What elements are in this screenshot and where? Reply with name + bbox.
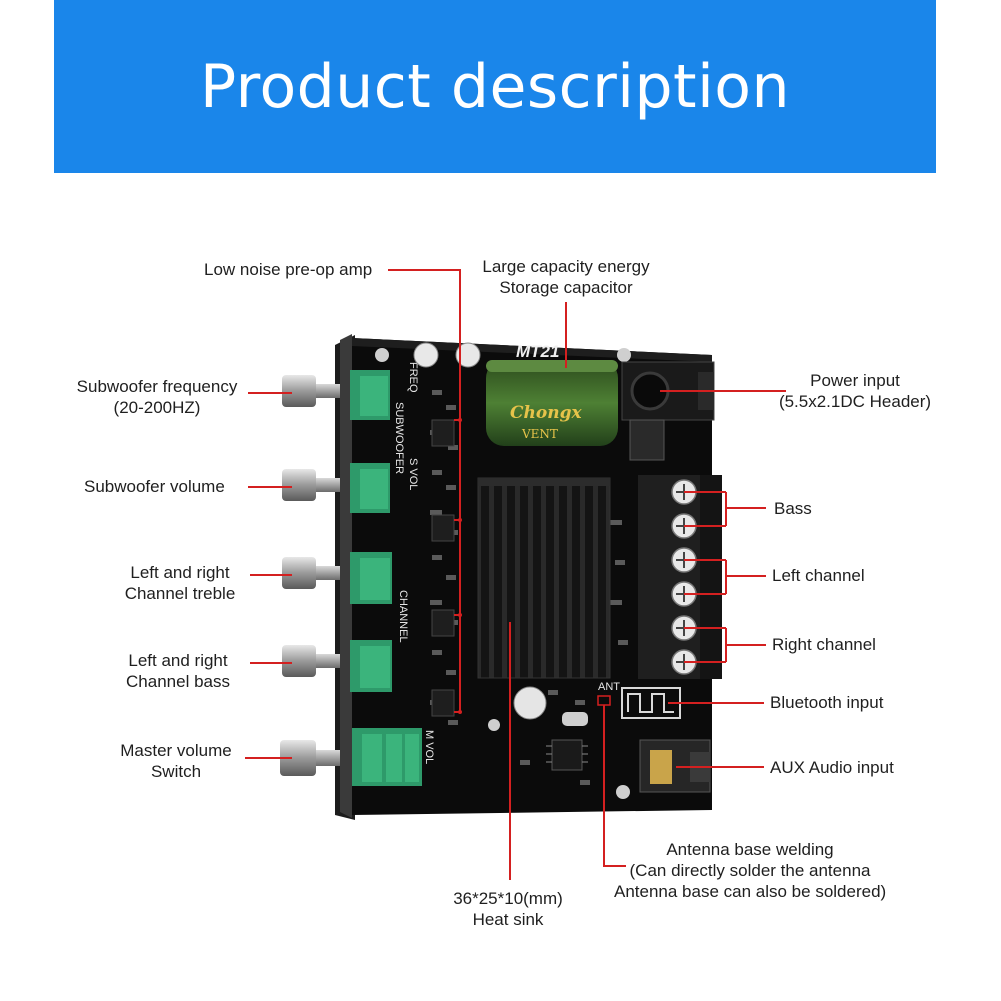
- small-capacitors: [413, 342, 481, 368]
- header-banner: Product description: [54, 0, 936, 173]
- label-heat-sink: 36*25*10(mm) Heat sink: [436, 888, 580, 930]
- knob-master-volume: [280, 740, 340, 776]
- label-right-channel: Right channel: [772, 635, 876, 654]
- heat-sink: [477, 477, 611, 679]
- label-storage-capacitor-line1: Large capacity energy: [482, 257, 650, 276]
- capacitor-vent: VENT: [521, 427, 558, 441]
- label-bass-output: Bass: [774, 499, 812, 518]
- pot-subwoofer-frequency: [350, 370, 390, 420]
- ant-label: ANT: [598, 681, 620, 693]
- knob-subwoofer-volume: [282, 469, 340, 501]
- label-subwoofer-frequency-line2: (20-200HZ): [113, 398, 201, 417]
- label-channel-treble-line1: Left and right: [130, 563, 230, 582]
- capacitor-brand: Chongx: [510, 403, 582, 423]
- pot-subwoofer-volume: [350, 463, 390, 513]
- label-master-volume-line1: Master volume: [120, 741, 232, 760]
- label-master-volume-line2: Switch: [150, 762, 202, 781]
- label-master-volume: Master volume Switch: [110, 740, 242, 782]
- storage-capacitor: Chongx VENT: [486, 360, 618, 446]
- knob-treble: [282, 557, 340, 589]
- leader-dots: [458, 418, 462, 714]
- label-channel-bass-line2: Channel bass: [126, 672, 230, 691]
- pot-bass: [350, 640, 392, 692]
- silk-freq: FREQ: [407, 362, 419, 393]
- knob-subwoofer-frequency: [282, 375, 340, 407]
- label-heat-sink-line1: 36*25*10(mm): [453, 889, 563, 908]
- silk-subwoofer: SUBWOOFER: [393, 402, 405, 474]
- label-bluetooth-input: Bluetooth input: [770, 693, 884, 712]
- page-title: Product description: [200, 51, 790, 122]
- label-subwoofer-volume: Subwoofer volume: [84, 477, 225, 496]
- aux-jack: [639, 739, 711, 793]
- bt-capacitor: [513, 686, 547, 720]
- label-channel-treble-line2: Channel treble: [124, 584, 236, 603]
- label-left-channel: Left channel: [772, 566, 865, 585]
- label-storage-capacitor: Large capacity energy Storage capacitor: [470, 256, 662, 298]
- label-channel-bass-line1: Left and right: [128, 651, 228, 670]
- pot-master-volume: [352, 728, 422, 786]
- label-channel-bass: Left and right Channel bass: [108, 650, 248, 692]
- label-antenna-base-line3: Antenna base can also be soldered): [614, 882, 887, 901]
- terminal-block: [638, 475, 722, 679]
- silk-s-vol: S VOL: [407, 458, 419, 490]
- label-low-noise-pre-op-amp: Low noise pre-op amp: [204, 260, 373, 279]
- label-power-input-line2: (5.5x2.1DC Header): [778, 392, 932, 411]
- label-power-input: Power input (5.5x2.1DC Header): [764, 370, 946, 412]
- label-antenna-base-line2: (Can directly solder the antenna: [629, 861, 871, 880]
- side-panel: [335, 334, 355, 820]
- label-channel-treble: Left and right Channel treble: [110, 562, 250, 604]
- label-antenna-base: Antenna base welding (Can directly solde…: [614, 839, 886, 902]
- knob-bass: [282, 645, 340, 677]
- board-model: MT21: [516, 342, 559, 361]
- label-heat-sink-line2: Heat sink: [472, 910, 544, 929]
- label-storage-capacitor-line2: Storage capacitor: [499, 278, 633, 297]
- silk-channel: CHANNEL: [397, 590, 409, 643]
- label-antenna-base-line1: Antenna base welding: [666, 840, 834, 859]
- silk-m-vol: M VOL: [423, 730, 435, 764]
- label-subwoofer-frequency-line1: Subwoofer frequency: [76, 377, 238, 396]
- label-subwoofer-frequency: Subwoofer frequency (20-200HZ): [68, 376, 246, 418]
- pot-treble: [350, 552, 392, 604]
- label-power-input-line1: Power input: [810, 371, 900, 390]
- label-aux-audio-input: AUX Audio input: [770, 758, 894, 777]
